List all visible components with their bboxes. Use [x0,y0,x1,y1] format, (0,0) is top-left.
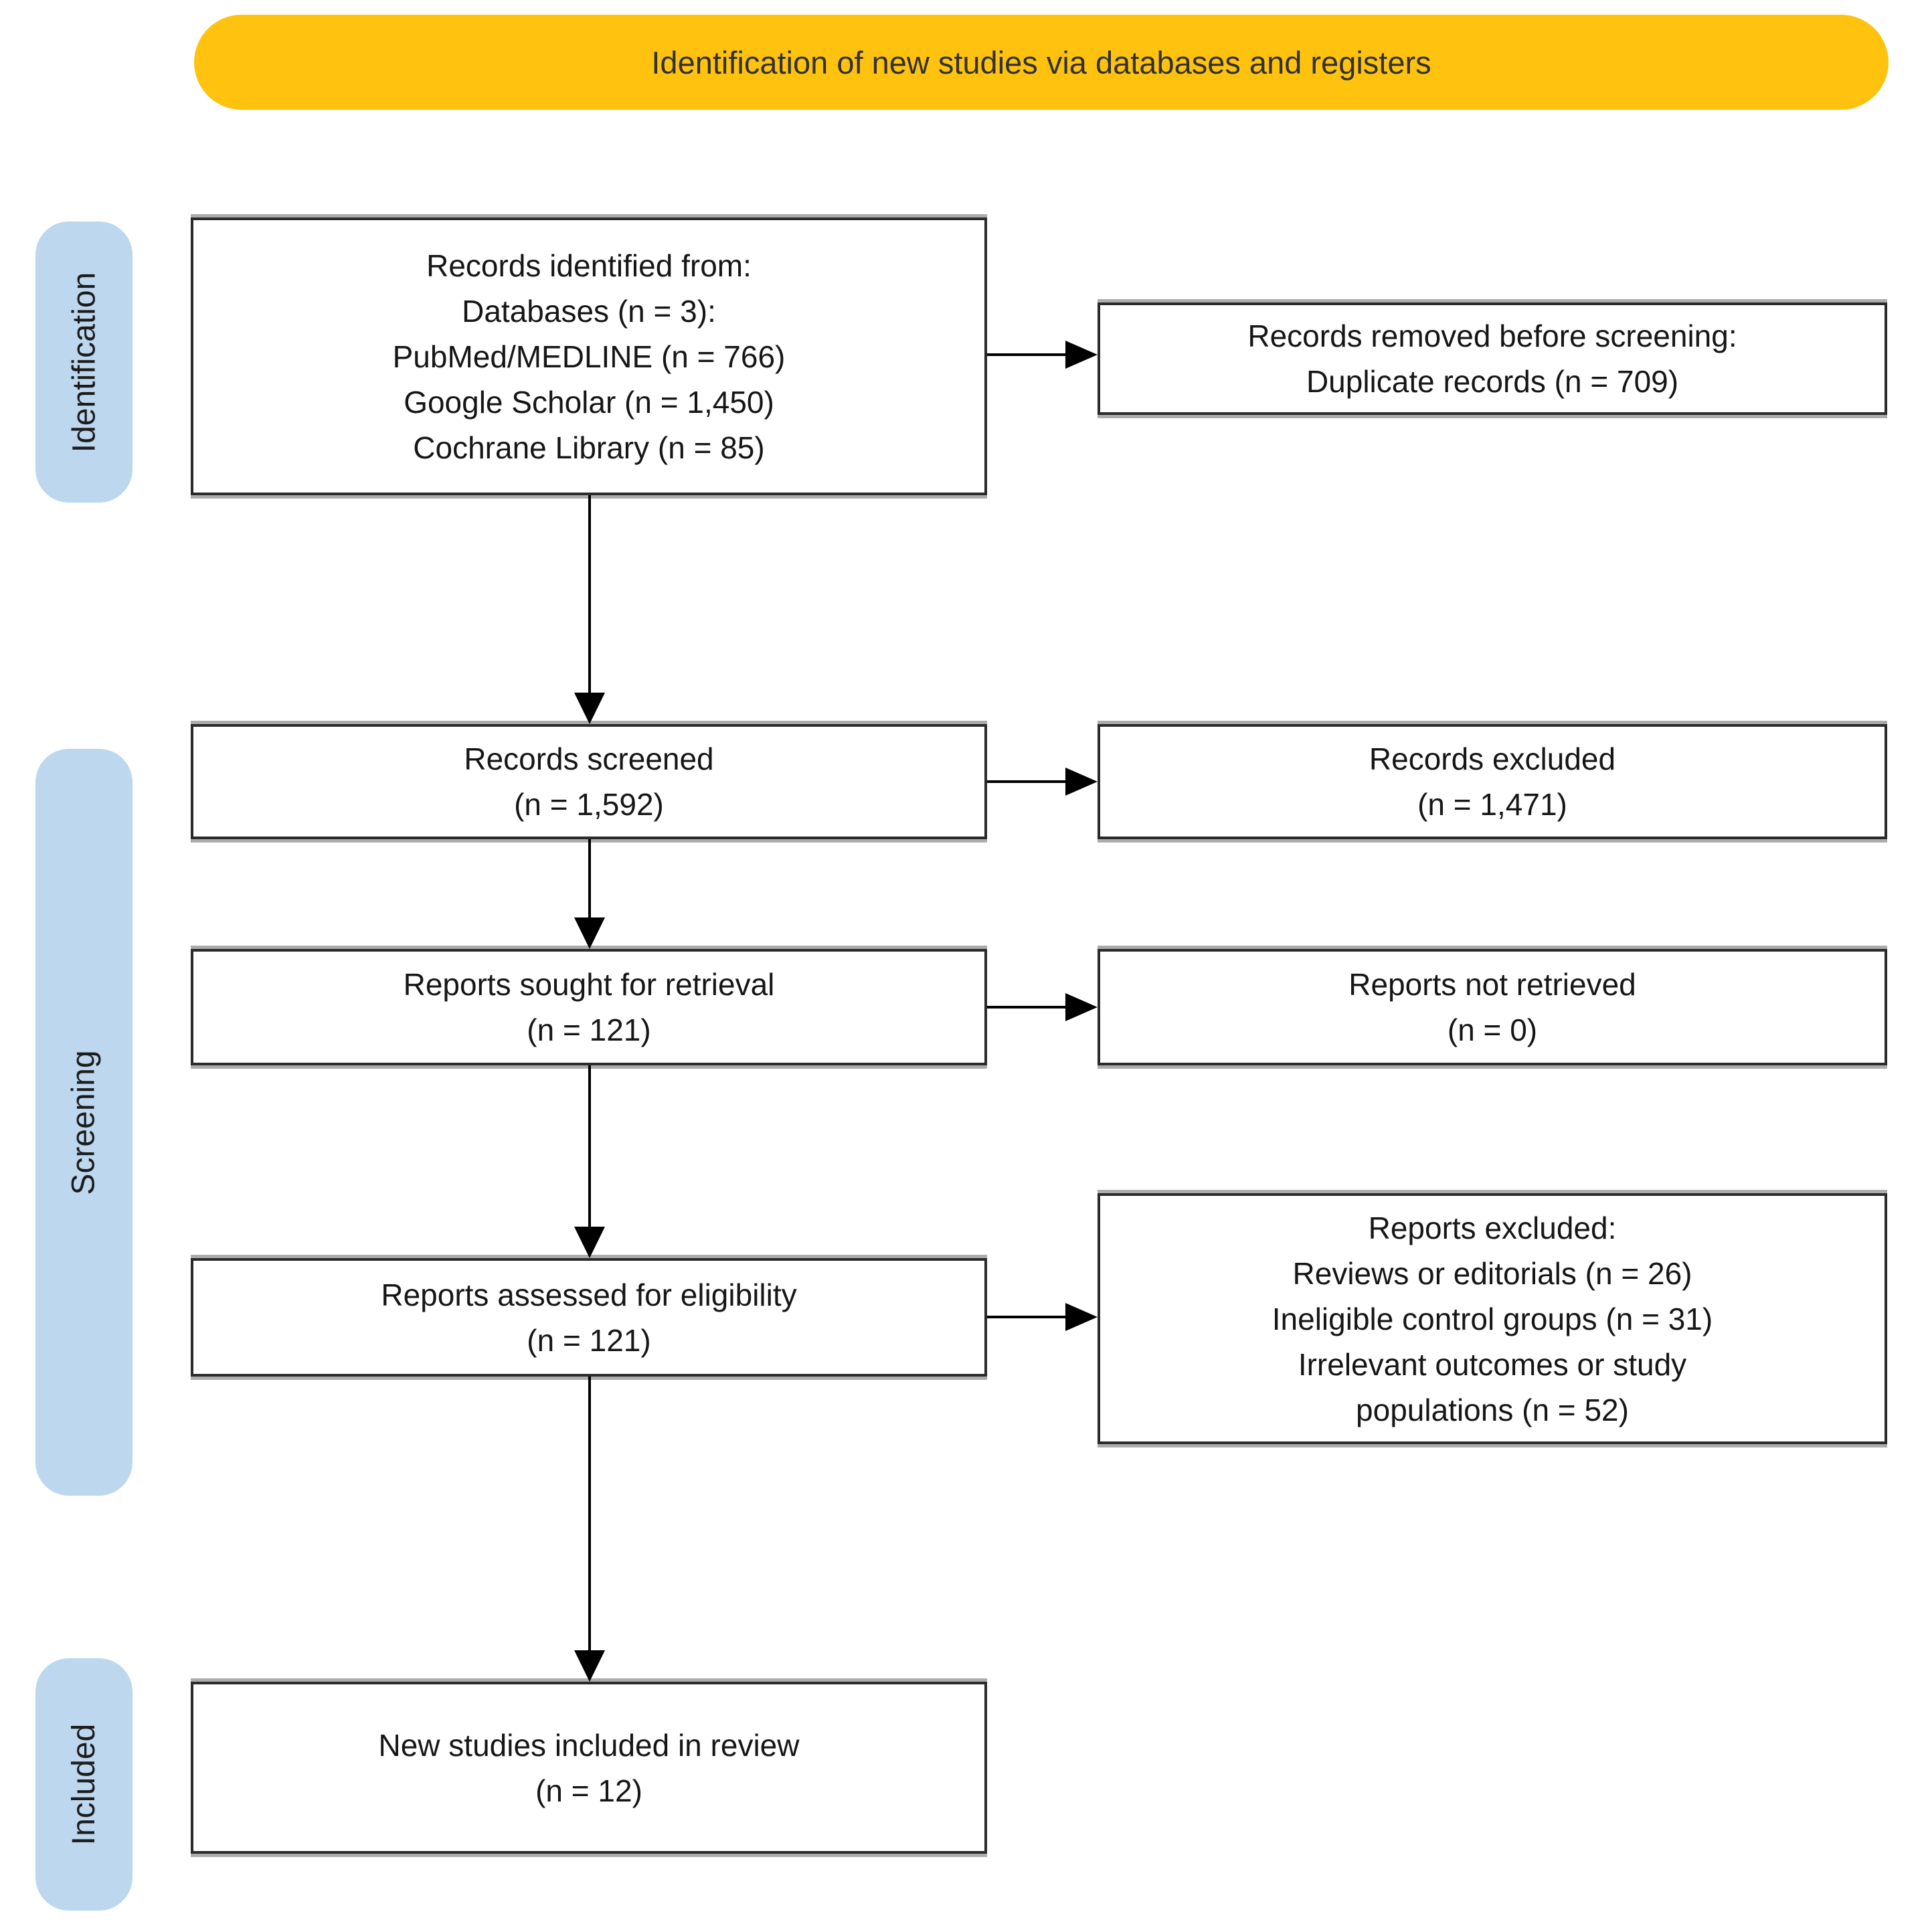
box-reports-excluded-line: populations (n = 52) [1356,1392,1629,1427]
arrow-identified-to-screened-head [574,693,605,724]
arrow-assessed-to-excluded-line [987,1316,1066,1318]
arrow-assessed-to-included-head [574,1650,605,1682]
arrow-identified-to-removed-head [1065,341,1098,369]
box-new-studies-included-line: (n = 12) [535,1773,642,1808]
box-records-identified-line: Databases (n = 3): [462,293,716,329]
stage-screening-label: Screening [66,1049,102,1195]
arrow-sought-to-not-retrieved-head [1065,993,1098,1021]
arrow-identified-to-screened-line [588,495,591,695]
arrow-assessed-to-included-line [588,1377,591,1651]
box-records-screened: Records screened (n = 1,592) [191,724,987,839]
box-records-screened-line: (n = 1,592) [514,787,664,822]
box-records-identified-line: PubMed/MEDLINE (n = 766) [392,339,786,374]
box-reports-sought-line: Reports sought for retrieval [403,967,775,1002]
box-reports-excluded-line: Ineligible control groups (n = 31) [1272,1301,1713,1336]
title-banner-label: Identification of new studies via databa… [651,44,1431,80]
box-records-removed-line: Records removed before screening: [1247,319,1737,353]
arrow-screened-to-excluded-line [987,780,1066,783]
box-records-removed: Records removed before screening: Duplic… [1098,302,1887,415]
box-reports-not-retrieved-line: Reports not retrieved [1348,967,1636,1002]
box-reports-not-retrieved-line: (n = 0) [1447,1013,1538,1047]
box-reports-assessed-line: Reports assessed for eligibility [381,1277,797,1312]
box-reports-assessed: Reports assessed for eligibility (n = 12… [191,1258,987,1377]
box-reports-sought: Reports sought for retrieval (n = 121) [191,949,987,1065]
arrow-identified-to-removed-line [987,353,1066,356]
box-reports-assessed-line: (n = 121) [527,1322,651,1358]
box-reports-excluded-line: Irrelevant outcomes or study [1298,1346,1687,1382]
arrow-assessed-to-excluded-head [1065,1303,1098,1331]
arrow-sought-to-not-retrieved-line [987,1006,1066,1008]
box-reports-excluded-line: Reviews or editorials (n = 26) [1292,1255,1692,1291]
box-reports-not-retrieved: Reports not retrieved (n = 0) [1098,949,1887,1065]
box-records-excluded: Records excluded (n = 1,471) [1098,724,1887,839]
box-new-studies-included-line: New studies included in review [378,1727,800,1763]
stage-included-label: Included [66,1723,102,1846]
arrow-sought-to-assessed-line [588,1065,591,1227]
box-records-excluded-line: (n = 1,471) [1417,787,1567,822]
title-banner: Identification of new studies via databa… [194,15,1889,110]
box-records-identified: Records identified from: Databases (n = … [191,217,987,495]
box-records-removed-line: Duplicate records (n = 709) [1306,364,1679,399]
stage-screening: Screening [35,749,133,1496]
arrow-screened-to-sought-line [588,839,591,918]
box-reports-excluded-line: Reports excluded: [1368,1210,1617,1245]
stage-included: Included [35,1658,133,1911]
box-records-identified-line: Google Scholar (n = 1,450) [404,384,774,420]
stage-identification-label: Identification [66,272,102,452]
stage-identification: Identification [35,222,133,503]
box-records-excluded-line: Records excluded [1369,741,1616,776]
arrow-screened-to-excluded-head [1065,768,1098,796]
box-reports-excluded: Reports excluded: Reviews or editorials … [1098,1193,1887,1444]
box-records-screened-line: Records screened [464,741,714,776]
box-new-studies-included: New studies included in review (n = 12) [191,1682,987,1854]
box-records-identified-line: Records identified from: [426,248,752,283]
arrow-screened-to-sought-head [574,917,605,949]
box-reports-sought-line: (n = 121) [527,1013,651,1047]
box-records-identified-line: Cochrane Library (n = 85) [413,430,765,465]
arrow-sought-to-assessed-head [574,1227,605,1258]
